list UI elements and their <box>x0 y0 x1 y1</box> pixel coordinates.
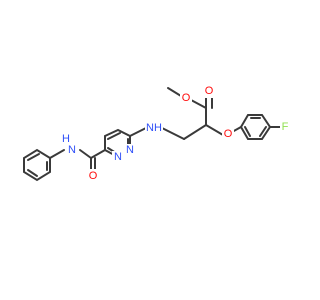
fluorophenyl-inner-c <box>244 126 251 137</box>
bond-ch2-nh <box>161 127 185 140</box>
fluorophenyl-inner-b <box>259 126 267 137</box>
methoxy-oxygen-label: O <box>182 92 191 104</box>
ether-oxygen-label: O <box>224 128 233 140</box>
molecule-structure: O O O F NH N N O N H <box>23 84 290 183</box>
bond-nh-ring <box>129 127 147 137</box>
pyridazine-inner-a <box>107 132 121 140</box>
amide-hydrogen-label: H <box>62 133 70 145</box>
amide-nitrogen-label: N <box>68 144 76 156</box>
phenyl-inner-a <box>27 153 40 161</box>
phenyl-ring <box>23 148 51 182</box>
amide-oxygen-label: O <box>89 170 98 182</box>
fluorine-label: F <box>282 121 289 133</box>
bond-amide-n-phenyl <box>49 149 65 159</box>
phenyl-inner-b <box>27 169 38 177</box>
bond-layer <box>23 87 282 182</box>
bond-ring-amide-c <box>90 149 106 159</box>
bond-alpha-ch2 <box>183 124 207 140</box>
bond-alpha-ether-o <box>205 124 224 136</box>
amine-nh-label: NH <box>146 122 162 134</box>
bond-o-carbonyl <box>190 99 207 109</box>
bond-amide-c-n <box>79 149 92 159</box>
pyridazine-n2-label: N <box>126 144 134 156</box>
carbonyl-oxygen-label: O <box>205 85 214 97</box>
atom-labels: O O O F NH N N O N H <box>62 84 290 183</box>
pyridazine-n1-label: N <box>114 151 122 163</box>
bond-methyl-o <box>167 87 182 97</box>
